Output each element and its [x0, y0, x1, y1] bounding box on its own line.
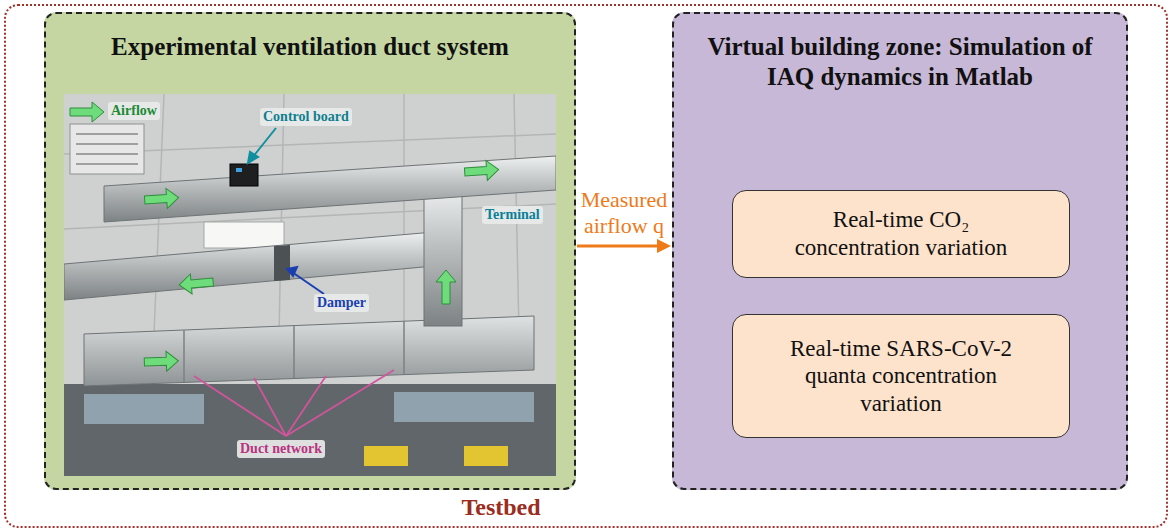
process-box: Real-time SARS-CoV-2 quanta concentratio…: [732, 314, 1070, 438]
arrow-head: [657, 239, 671, 253]
photo-label: Control board: [260, 108, 352, 126]
photo-label: Airflow: [108, 102, 160, 120]
photo-label: Terminal: [482, 206, 543, 224]
panel-title: Experimental ventilation duct system: [111, 32, 509, 62]
box-text: Real-time CO₂ concentration variation: [771, 206, 1031, 261]
panel-title: Virtual building zone: Simulation of IAQ…: [705, 32, 1095, 92]
duct-photo: [64, 94, 556, 476]
panel-title: Testbed: [461, 493, 540, 522]
testbed-frame: Testbed: [4, 4, 1168, 528]
box-text: Real-time SARS-CoV-2 quanta concentratio…: [771, 335, 1031, 418]
flow-arrow: [577, 239, 671, 253]
photo-label: Damper: [314, 294, 369, 312]
panel-box: Experimental ventilation duct systemAirf…: [44, 12, 576, 490]
process-box: Real-time CO₂ concentration variation: [732, 190, 1070, 278]
photo-label: Duct network: [237, 440, 325, 458]
edge-label: Measured airflow q: [579, 187, 669, 238]
arrow-line: [577, 245, 659, 248]
panel-box: Virtual building zone: Simulation of IAQ…: [672, 12, 1128, 490]
